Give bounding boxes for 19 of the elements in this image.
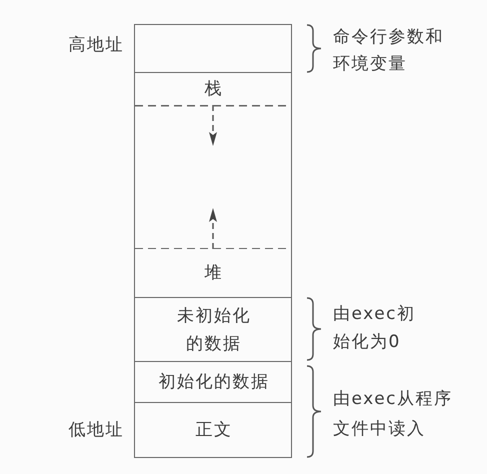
- segment-label: 堆: [204, 262, 223, 285]
- brace-annotation: 由exec初始化为0: [333, 303, 417, 354]
- brace-annotation: 由exec从程序文件中读入: [333, 388, 454, 441]
- address-label: 低地址: [68, 419, 124, 442]
- brace-annotation: 命令行参数和环境变量: [333, 26, 445, 76]
- memory-segment: [134, 361, 292, 402]
- growth-arrow: [209, 105, 217, 146]
- segment-label: 栈: [204, 78, 223, 101]
- memory-segment: [134, 249, 292, 297]
- memory-segment: [134, 297, 292, 361]
- segment-label: 初始化的数据: [157, 371, 270, 394]
- segment-label: 正文: [194, 419, 232, 442]
- memory-segment: [134, 402, 292, 458]
- growth-arrow: [209, 208, 217, 249]
- memory-segment: [134, 24, 292, 72]
- segment-label: 未初始化的数据: [176, 304, 252, 356]
- address-label: 高地址: [68, 34, 124, 57]
- memory-segment: [134, 72, 292, 105]
- free-space-segment: [134, 105, 292, 249]
